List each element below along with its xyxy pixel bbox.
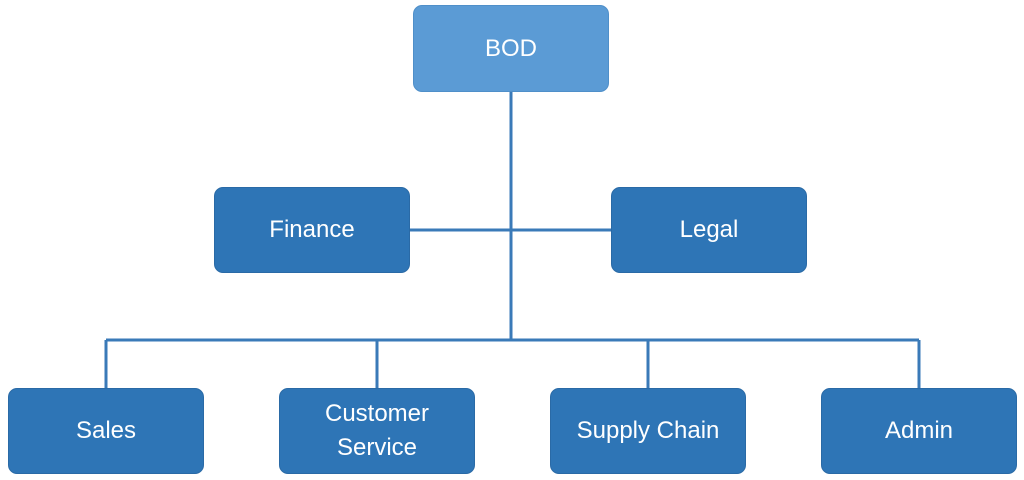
node-supply-chain-label: Supply Chain <box>576 417 720 444</box>
node-bod-label: BOD <box>484 34 537 62</box>
node-customer-service-label-line1: Customer <box>324 400 430 427</box>
node-legal-label: Legal <box>679 216 739 243</box>
node-customer-service-label-line2: Service <box>336 434 418 461</box>
node-bod: BOD <box>413 5 609 92</box>
node-supply-chain: Supply Chain <box>550 388 746 474</box>
node-sales: Sales <box>8 388 204 474</box>
node-admin-label: Admin <box>884 417 954 444</box>
node-sales-label: Sales <box>75 417 137 444</box>
node-legal: Legal <box>611 187 807 273</box>
node-admin: Admin <box>821 388 1017 474</box>
node-customer-service: Customer Service <box>279 388 475 474</box>
node-customer-service-text: Customer Service <box>325 397 429 465</box>
node-finance: Finance <box>214 187 410 273</box>
node-finance-label: Finance <box>269 216 355 243</box>
